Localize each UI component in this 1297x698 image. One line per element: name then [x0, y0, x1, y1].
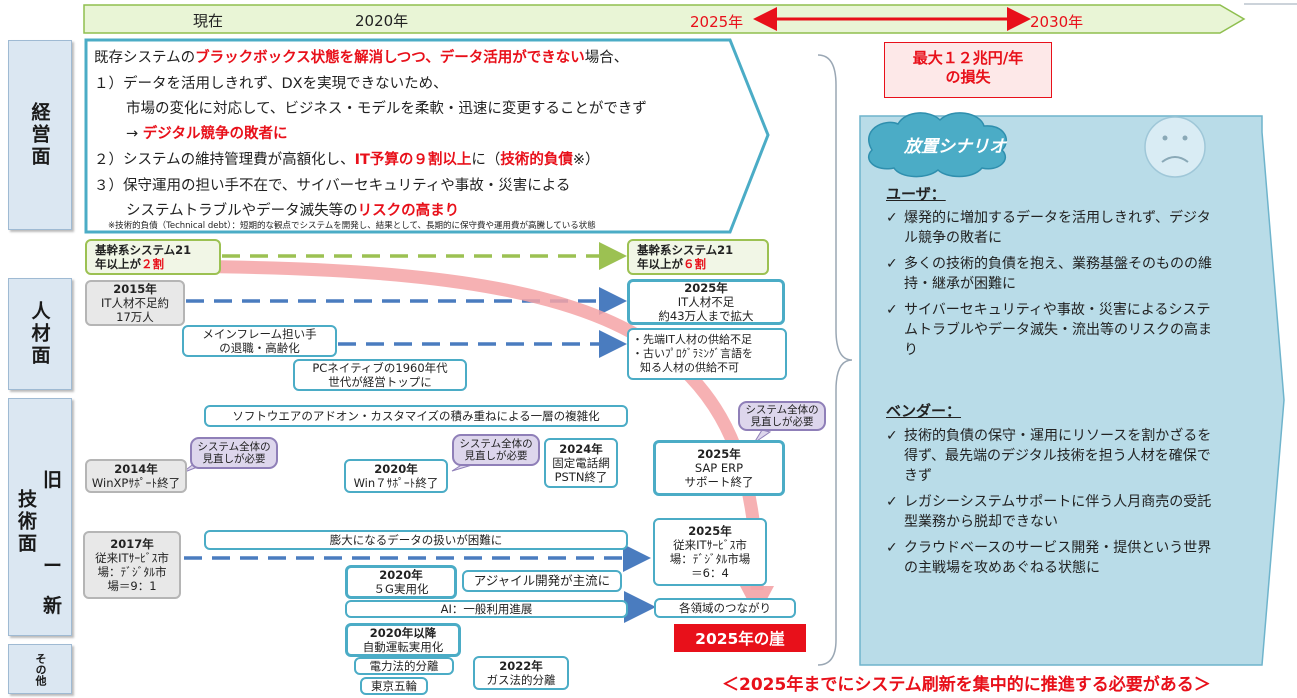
issue-box-shape [84, 38, 770, 234]
cloud-shape [867, 112, 1007, 178]
scenario-panel [859, 115, 1285, 666]
row-management: 経営面 [8, 40, 72, 230]
bubble-review-1: システム全体の 見直しが必要 [190, 437, 278, 469]
row-tech-dash: ー [43, 555, 63, 577]
issue-point-1c: → デジタル競争の敗者に [126, 126, 288, 142]
box-data: 膨大になるデータの扱いが困難に [204, 530, 628, 550]
timeline-2025: 2025年 [690, 13, 744, 31]
cliff-label: 2025年の崖 [674, 624, 806, 652]
box-service-2025: 2025年 従来ITｻｰﾋﾞｽ市 場：ﾃﾞｼﾞﾀﾙ市場 ＝6：4 [653, 518, 767, 586]
row-tech: 旧 技術面 ー 新 [8, 398, 72, 636]
box-winxp: 2014年 WinXPｻﾎﾟｰﾄ終了 [85, 459, 187, 493]
issue-point-2: ２）システムの維持管理費が高額化し、IT予算の９割以上に（技術的負債※） [94, 152, 600, 168]
box-core-2025: 基幹系システム21 年以上が６割 [627, 239, 769, 275]
row-people: 人材面 [8, 278, 72, 390]
box-pc-native: PCネイティブの1960年代 世代が経営トップに [293, 359, 467, 391]
issue-point-3b: システムトラブルやデータ滅失等のリスクの高まり [126, 203, 460, 219]
user-list: ✓爆発的に増加するデータを活用しきれず、デジタル競争の敗者に ✓多くの技術的負債… [886, 208, 1212, 366]
vendor-heading: ベンダー： [886, 402, 962, 420]
box-autonomous: 2020年以降 自動運転実用化 [345, 623, 461, 657]
user-item: ✓サイバーセキュリティや事故・災害によるシステムトラブルやデータ滅失・流出等のリ… [886, 302, 1212, 358]
issue-note: ※技術的負債（Technical debt）：短期的な観点でシステムを開発し、結… [108, 221, 596, 231]
issue-point-1: １）データを活用しきれず、DXを実現できないため、 [94, 76, 448, 92]
bracket [817, 54, 853, 666]
footer-message: ＜2025年までにシステム刷新を集中的に推進する必要がある＞ [722, 675, 1211, 695]
check-icon: ✓ [886, 302, 898, 318]
row-tech-new: 新 [43, 595, 63, 617]
timeline-2020: 2020年 [355, 12, 409, 30]
box-advanced-it: ・先端IT人材の供給不足 ・古いﾌﾟﾛｸﾞﾗﾐﾝｸﾞ言語を 知る人材の供給不可 [627, 328, 787, 380]
box-software: ソフトウエアのアドオン・カスタマイズの積み重ねによる一層の複雑化 [204, 405, 628, 427]
scenario-title: 放置シナリオ [904, 137, 1006, 157]
box-ai: AI：一般利用進展 [345, 600, 628, 618]
box-mainframe: メインフレーム担い手 の退職・高齢化 [182, 325, 337, 357]
row-tech-label: 技術面 [15, 489, 37, 555]
loss-line2: の損失 [945, 68, 991, 86]
box-pstn: 2024年 固定電話網 PSTN終了 [544, 438, 618, 488]
loss-box: 最大１２兆円/年 の損失 [884, 42, 1052, 98]
bubble-review-2: システム全体の 見直しが必要 [452, 434, 540, 466]
timeline-now: 現在 [193, 12, 224, 30]
vendor-item: ✓レガシーシステムサポートに伴う人月商売の受託型業務から脱却できない [886, 494, 1212, 530]
box-power: 電力法的分離 [354, 657, 454, 675]
box-it-2025: 2025年 IT人材不足 約43万人まで拡大 [627, 279, 785, 325]
issue-intro: 既存システムのブラックボックス状態を解消しつつ、データ活用ができない場合、 [94, 50, 629, 66]
loss-line1: 最大１２兆円/年 [912, 49, 1024, 67]
vendor-list: ✓技術的負債の保守・運用にリソースを割かざるを得ず、最先端のデジタル技術を担う人… [886, 426, 1212, 584]
box-connect: 各領域のつながり [654, 598, 796, 618]
box-gas: 2022年 ガス法的分離 [473, 656, 569, 690]
row-tech-old: 旧 [43, 469, 63, 491]
check-icon: ✓ [886, 540, 898, 556]
bubble-review-3: システム全体の 見直しが必要 [738, 401, 826, 431]
box-core-now: 基幹系システム21 年以上が２割 [85, 239, 221, 275]
user-heading: ユーザ： [886, 185, 946, 203]
user-item: ✓多くの技術的負債を抱え、業務基盤そのものの維持・継承が困難に [886, 256, 1212, 292]
timeline-2030: 2030年 [1030, 13, 1084, 31]
box-agile: アジャイル開発が主流に [462, 570, 622, 592]
check-icon: ✓ [886, 256, 898, 272]
check-icon: ✓ [886, 210, 898, 226]
issue-point-3: ３）保守運用の担い手不在で、サイバーセキュリティや事故・災害による [94, 178, 571, 194]
vendor-item: ✓クラウドベースのサービス開発・提供という世界の主戦場を攻めあぐねる状態に [886, 540, 1212, 576]
check-icon: ✓ [886, 494, 898, 510]
box-it-2015: 2015年 IT人材不足約 17万人 [85, 280, 185, 326]
box-service-2017: 2017年 従来ITｻｰﾋﾞｽ市 場：ﾃﾞｼﾞﾀﾙ市 場＝9：1 [83, 531, 181, 599]
issue-box: 既存システムのブラックボックス状態を解消しつつ、データ活用ができない場合、 １）… [88, 42, 782, 231]
user-item: ✓爆発的に増加するデータを活用しきれず、デジタル競争の敗者に [886, 210, 1211, 246]
issue-point-1b: 市場の変化に対応して、ビジネス・モデルを柔軟・迅速に変更することができず [126, 101, 647, 117]
box-win7: 2020年 Win７ｻﾎﾟｰﾄ終了 [344, 459, 448, 493]
row-other: その他 [8, 644, 72, 694]
sad-face-icon [1144, 116, 1206, 178]
box-sap: 2025年 SAP ERP サポート終了 [653, 440, 785, 496]
box-5g: 2020年 ５G実用化 [345, 565, 457, 599]
vendor-item: ✓技術的負債の保守・運用にリソースを割かざるを得ず、最先端のデジタル技術を担う人… [886, 428, 1212, 484]
check-icon: ✓ [886, 428, 898, 444]
box-tokyo: 東京五輪 [360, 677, 428, 695]
